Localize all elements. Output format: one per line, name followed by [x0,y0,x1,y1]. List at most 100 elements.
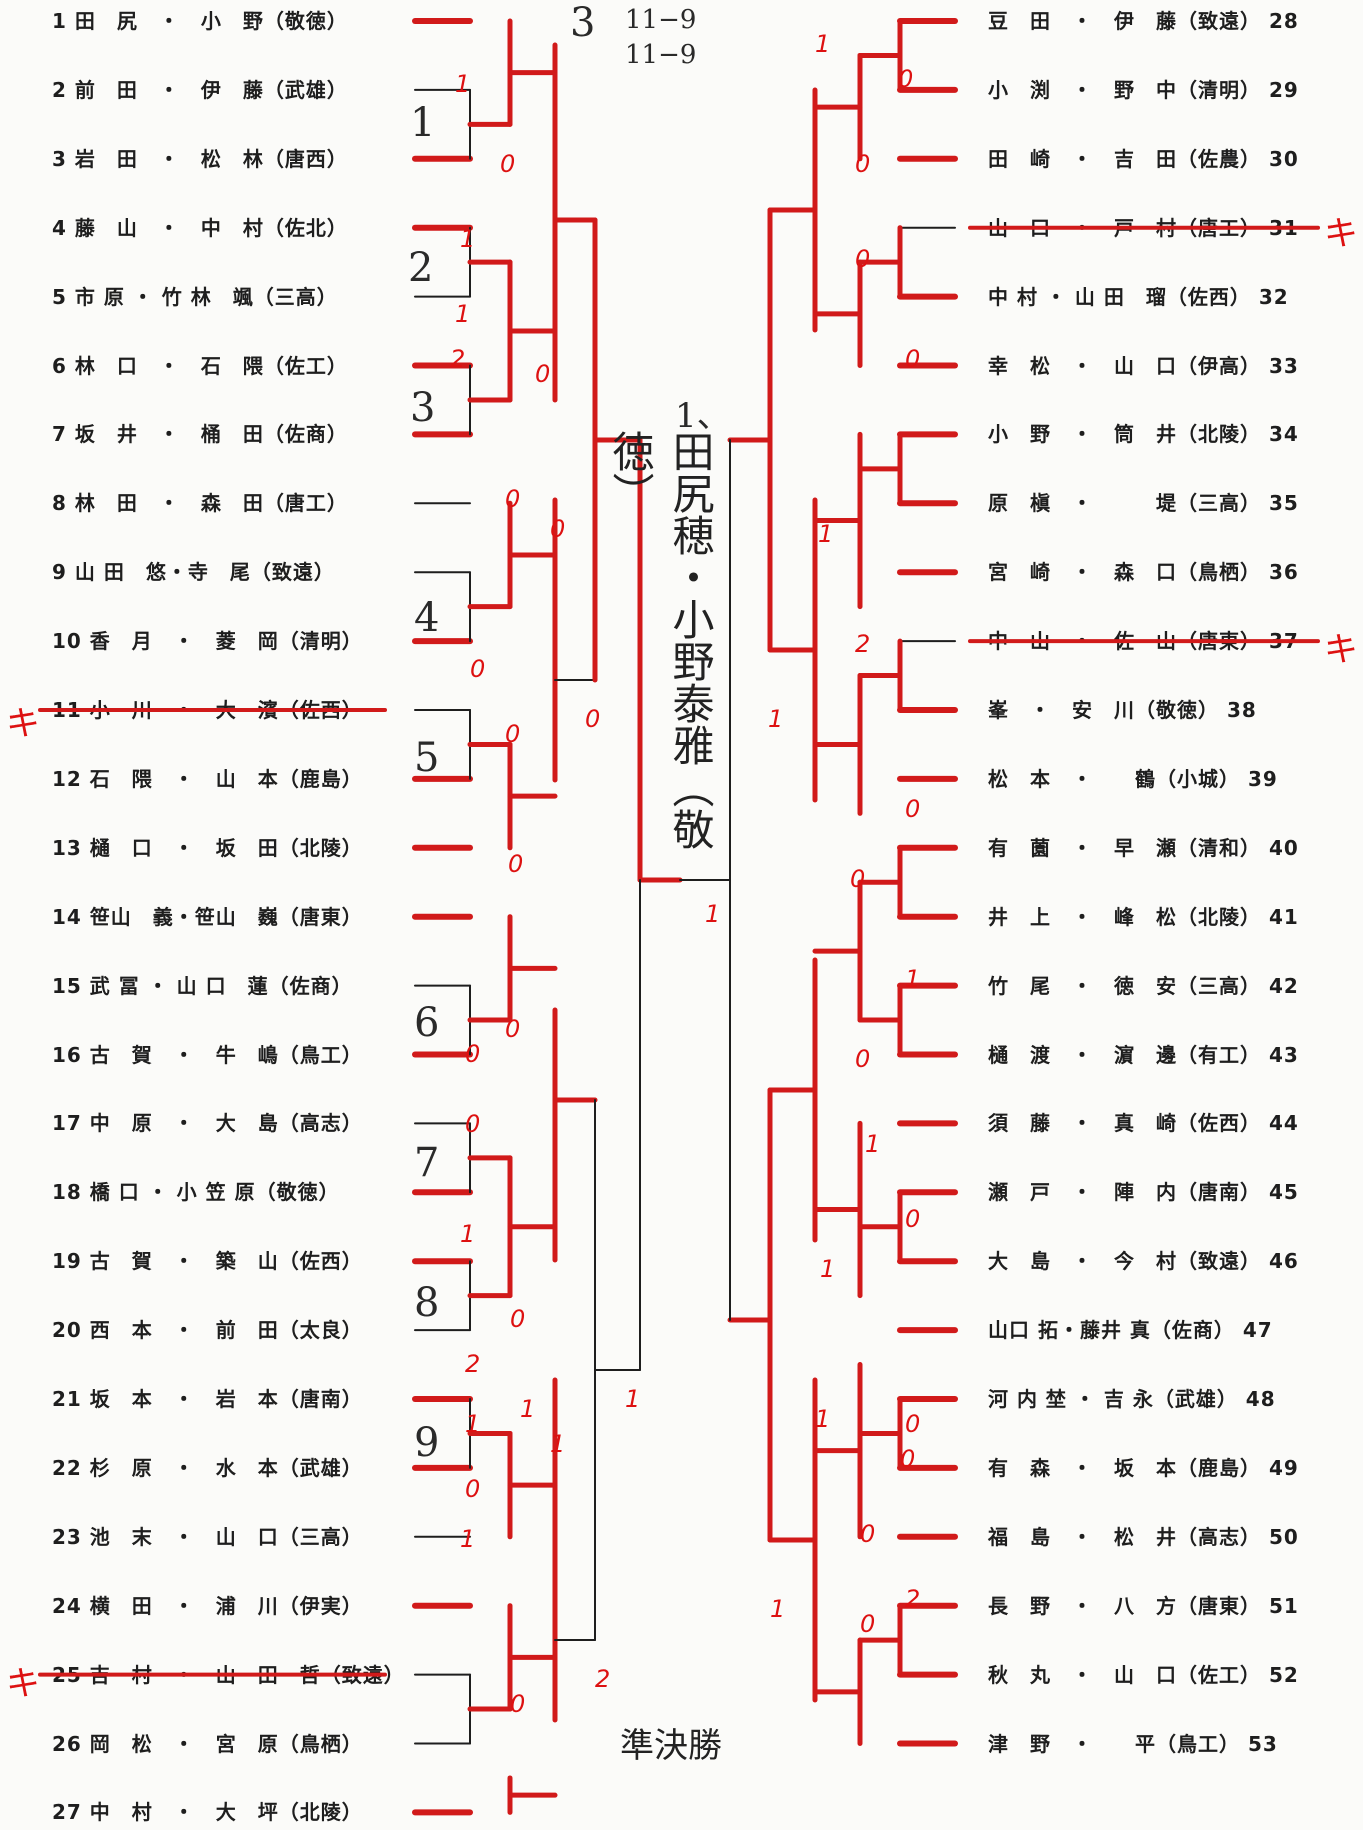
right-entry-36: 宮 崎 ・ 森 口（鳥栖） 36 [988,560,1299,585]
match-score: 0 [465,1040,481,1068]
match-score: 0 [905,795,921,823]
match-score: 0 [535,360,551,388]
match-score: 2 [450,345,466,373]
left-entry-3: 3 岩 田 ・ 松 林（唐西） [52,146,348,171]
left-entry-24: 24 横 田 ・ 浦 川（伊実） [52,1593,363,1618]
match-score: 0 [855,245,871,273]
match-score: 0 [550,515,566,543]
left-entry-27: 27 中 村 ・ 大 坪（北陵） [52,1800,363,1825]
match-score: 0 [505,485,521,513]
match-score: 1 [455,300,471,328]
match-score: 1 [815,1405,831,1433]
match-score: 0 [585,705,601,733]
left-entry-9: 9 山 田 悠・寺 尾（致遠） [52,560,335,585]
left-entry-7: 7 坂 井 ・ 桶 田（佐商） [52,422,348,447]
right-entry-45: 瀬 戸 ・ 陣 内（唐南） 45 [988,1180,1299,1205]
right-entry-48: 河 内 埜 ・ 吉 永（武雄） 48 [988,1387,1276,1411]
match-score: 1 [818,520,834,548]
match-score: 1 [460,1220,476,1248]
match-score: 1 [465,1410,481,1438]
match-score: 1 [460,1525,476,1553]
match-score: 1 [820,1255,836,1283]
right-entry-38: 峯 ・ 安 川（敬徳） 38 [988,698,1257,722]
match-score: 2 [465,1350,481,1378]
left-entry-13: 13 樋 口 ・ 坂 田（北陵） [52,835,363,860]
match-score: 1 [905,965,921,993]
match-score: 1 [520,1395,536,1423]
match-score: 1 [705,900,721,928]
match-score: 1 [770,1595,786,1623]
match-score: 1 [455,70,471,98]
match-number-1: 1 [410,100,436,146]
match-score: 0 [860,1520,876,1548]
match-number-3: 3 [410,385,436,431]
match-score: 2 [595,1665,611,1693]
right-entry-47: 山口 拓・藤井 真（佐商） 47 [988,1318,1273,1343]
left-entry-22: 22 杉 原 ・ 水 本（武雄） [52,1455,363,1480]
left-entry-4: 4 藤 山 ・ 中 村（佐北） [52,215,348,240]
withdrawn-mark-11: キ [6,704,40,744]
match-number-4: 4 [414,595,440,641]
match-score: 0 [500,150,516,178]
left-entry-10: 10 香 月 ・ 菱 岡（清明） [52,629,363,654]
left-entry-16: 16 古 賀 ・ 牛 嶋（鳥工） [52,1042,363,1067]
match-number-9: 9 [414,1420,440,1466]
match-score: 2 [855,630,871,658]
right-entry-29: 小 渕 ・ 野 中（清明） 29 [988,77,1299,102]
match-score: 1 [865,1130,881,1158]
match-score: 0 [470,655,486,683]
left-entry-14: 14 笹山 義・笹山 巍（唐東） [52,904,363,929]
champion-rank: 1、 [675,396,731,436]
left-entry-26: 26 岡 松 ・ 宮 原（鳥栖） [52,1731,363,1756]
right-entry-40: 有 薗 ・ 早 瀬（清和） 40 [988,835,1299,860]
right-entry-42: 竹 尾 ・ 徳 安（三高） 42 [988,973,1299,998]
left-entry-21: 21 坂 本 ・ 岩 本（唐南） [52,1387,363,1411]
right-entry-53: 津 野 ・ 平（鳥工） 53 [988,1731,1278,1756]
match-score: 0 [855,150,871,178]
match-score: 1 [815,30,831,58]
left-entry-19: 19 古 賀 ・ 築 山（佐西） [52,1249,363,1274]
left-entry-2: 2 前 田 ・ 伊 藤（武雄） [52,77,348,102]
right-entry-52: 秋 丸 ・ 山 口（佐工） 52 [988,1662,1299,1687]
match-score: 0 [905,345,921,373]
match-score: 1 [460,225,476,253]
match-score: 0 [898,65,914,93]
left-entry-20: 20 西 本 ・ 前 田（太良） [52,1318,363,1343]
left-entry-6: 6 林 口 ・ 石 隈（佐工） [52,353,348,378]
right-entry-44: 須 藤 ・ 真 崎（佐西） 44 [988,1111,1299,1136]
champion-name: 田尻穂・小野泰雅（敬徳） [606,430,715,850]
match-score: 0 [850,865,866,893]
right-entry-30: 田 崎 ・ 吉 田（佐農） 30 [988,146,1299,171]
left-entry-18: 18 橋 口 ・ 小 笠 原（敬徳） [52,1180,340,1205]
right-entry-41: 井 上 ・ 峰 松（北陵） 41 [988,904,1299,929]
right-entry-49: 有 森 ・ 坂 本（鹿島） 49 [988,1455,1299,1480]
match-number-5: 5 [414,735,440,781]
withdrawn-mark-37: キ [1324,630,1358,670]
right-entry-32: 中 村 ・ 山 田 瑠（佐西） 32 [988,284,1289,309]
match-score: 0 [505,1015,521,1043]
withdrawn-mark-31: キ [1324,214,1358,254]
match-score: 0 [510,1690,526,1718]
match-score: 2 [905,1585,921,1613]
left-entry-15: 15 武 冨 ・ 山 口 蓮（佐商） [52,973,353,998]
match-number-2: 2 [408,245,434,291]
match-score: 0 [508,850,524,878]
right-entry-46: 大 島 ・ 今 村（致遠） 46 [988,1249,1299,1274]
match-score: 0 [905,1410,921,1438]
top-score-c: 11−9 [625,40,697,70]
right-entry-39: 松 本 ・ 鶴（小城） 39 [988,766,1278,791]
match-score: 1 [550,1430,566,1458]
semi-final-label: 準決勝 [620,1726,722,1766]
top-score-a: 3 [570,0,596,46]
match-score: 1 [625,1385,641,1413]
match-score: 0 [465,1475,481,1503]
match-number-8: 8 [414,1280,440,1326]
match-number-6: 6 [414,1000,440,1046]
match-score: 0 [860,1610,876,1638]
match-score: 1 [768,705,784,733]
withdrawn-mark-25: キ [6,1664,40,1704]
match-score: 0 [510,1305,526,1333]
right-entry-50: 福 島 ・ 松 井（高志） 50 [988,1524,1299,1549]
